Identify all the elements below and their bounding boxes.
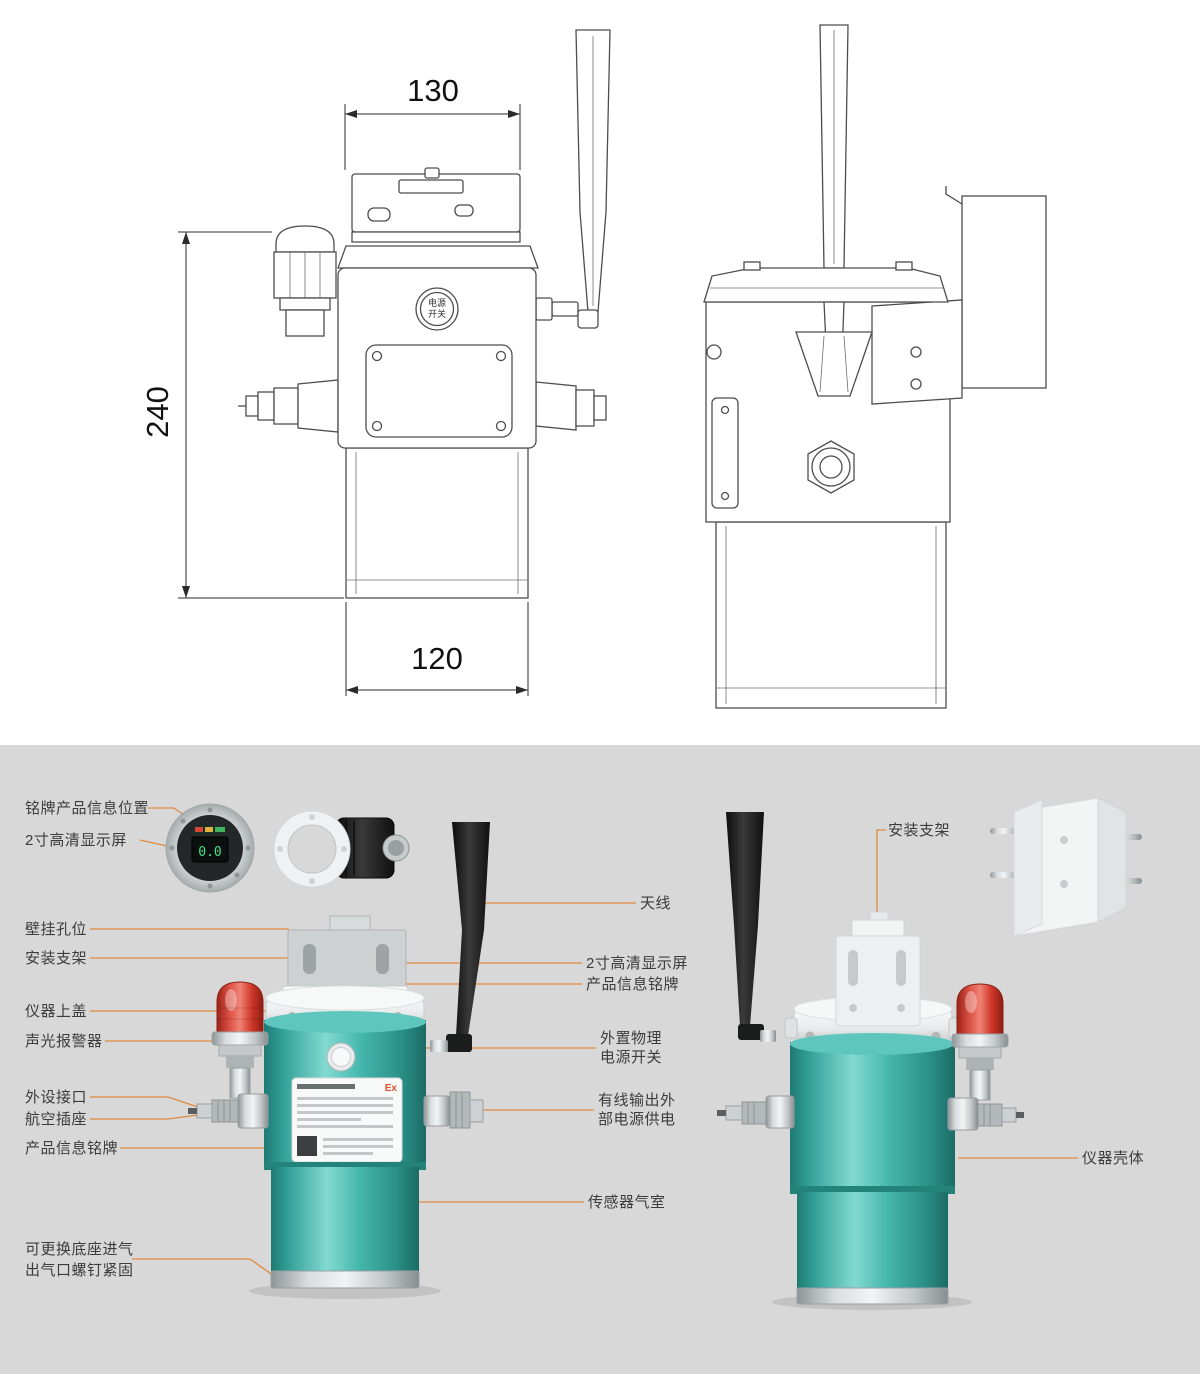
callout-wall-mount-holes: 壁挂孔位 [25, 921, 88, 938]
instrument-housing [790, 1042, 955, 1192]
indicator-red [195, 827, 203, 832]
callout-hd-display-2: 2寸高清显示屏 [586, 955, 688, 972]
label-qr-code [297, 1136, 317, 1156]
callout-product-nameplate-2: 产品信息铭牌 [586, 976, 680, 993]
sensor-chamber [271, 1167, 419, 1273]
display-module-image: 0.0 [165, 803, 255, 893]
callout-product-nameplate: 产品信息铭牌 [25, 1140, 119, 1157]
dimension-annotations: 130 240 120 [140, 73, 529, 696]
side-view-drawing [703, 24, 1047, 709]
callout-outlet-screw: 出气口螺钉紧固 [25, 1262, 134, 1279]
antenna-blade-back [726, 812, 764, 1026]
callout-hd-display: 2寸高清显示屏 [25, 832, 127, 849]
callout-replaceable-base-intake: 可更换底座进气 [25, 1241, 134, 1258]
callout-peripheral-port: 外设接口 [25, 1089, 88, 1106]
device-front-render: Ex [188, 822, 490, 1299]
callout-mount-bracket: 安装支架 [25, 950, 88, 967]
display-screen [191, 836, 229, 863]
callout-top-cover: 仪器上盖 [25, 1003, 88, 1020]
power-switch-text-1: 电源 [428, 297, 446, 308]
callout-mount-bracket-2: 安装支架 [888, 822, 951, 839]
dimension-height: 240 [140, 386, 175, 438]
body-outline [337, 267, 537, 449]
sensor-module-image [273, 810, 410, 888]
sensor-chamber-outline [345, 447, 529, 599]
callout-sensor-chamber: 传感器气室 [588, 1194, 666, 1211]
callout-aviation-socket: 航空插座 [25, 1111, 88, 1128]
alarm-beacon [216, 981, 264, 1033]
mount-bracket-image [990, 797, 1142, 937]
power-switch-dial [415, 287, 459, 331]
indicator-green [215, 827, 225, 832]
bracket-side-outline [961, 195, 1047, 389]
power-switch-text-2: 开关 [428, 308, 446, 319]
device-back-render [717, 812, 1024, 1310]
callout-instrument-housing: 仪器壳体 [1082, 1150, 1145, 1167]
antenna-blade [452, 822, 490, 1036]
front-view-drawing: 电源 开关 [238, 29, 611, 599]
dimension-width-top: 130 [407, 73, 459, 108]
display-screen-value: 0.0 [198, 845, 221, 860]
callout-nameplate-info-position: 铭牌产品信息位置 [25, 800, 150, 817]
ex-mark: Ex [385, 1083, 398, 1094]
callout-alarm: 声光报警器 [25, 1033, 103, 1050]
power-output-connector [423, 1095, 451, 1127]
aviation-socket [237, 1093, 269, 1129]
callout-wired-power: 有线输出外 部电源供电 [598, 1092, 676, 1128]
callout-antenna: 天线 [640, 895, 672, 912]
alarm-beacon-back [956, 983, 1004, 1035]
replaceable-base [270, 1270, 420, 1289]
alarm-outline [275, 225, 335, 253]
callout-power-switch: 外置物理 电源开关 [600, 1030, 663, 1066]
dimension-width-bottom: 120 [411, 641, 463, 676]
indicator-yellow [205, 827, 213, 832]
